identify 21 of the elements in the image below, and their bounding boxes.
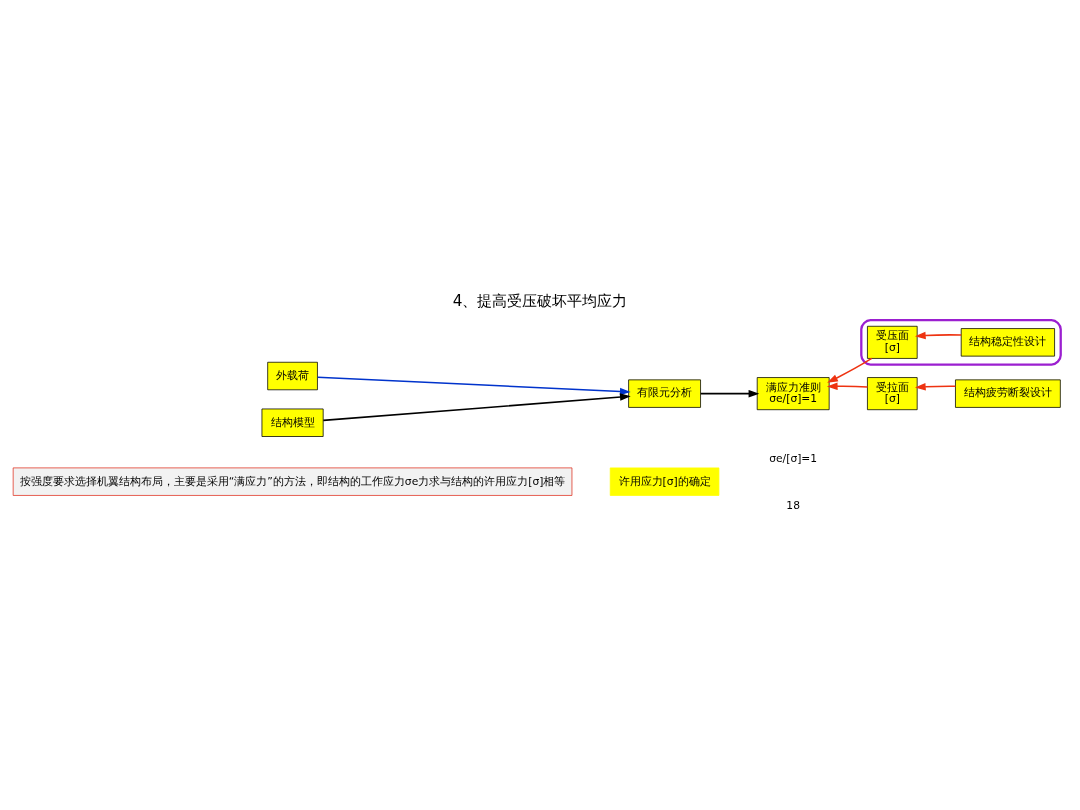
arrow — [699, 389, 760, 397]
label: σe/[σ]=1 — [769, 451, 818, 465]
cluster — [860, 318, 1062, 366]
arrow — [322, 392, 631, 421]
node-box: 受拉面 [σ] — [867, 376, 918, 410]
label: 18 — [786, 498, 800, 512]
node-box: 结构疲劳断裂设计 — [955, 378, 1061, 408]
node-box: 外载荷 — [267, 361, 318, 390]
arrow — [827, 357, 873, 383]
node-box: 按强度要求选择机翼结构布局，主要是采用“满应力”的方法，即结构的工作应力σe力求与结构的许用应力[σ]相等 — [12, 467, 573, 496]
node-box: 受压面 [σ] — [867, 325, 918, 359]
arrow — [826, 381, 869, 390]
diagram-title: 4、提高受压破坏平均应力 — [452, 291, 628, 310]
arrow — [914, 382, 957, 391]
node-box: 有限元分析 — [628, 378, 701, 408]
node-box: 许用应力[σ]的确定 — [609, 467, 720, 496]
arrow — [914, 331, 962, 339]
node-box: 满应力准则 σe/[σ]=1 — [756, 376, 830, 410]
arrow — [316, 375, 631, 395]
node-box: 结构模型 — [261, 408, 324, 437]
node-box: 结构稳定性设计 — [960, 327, 1055, 356]
